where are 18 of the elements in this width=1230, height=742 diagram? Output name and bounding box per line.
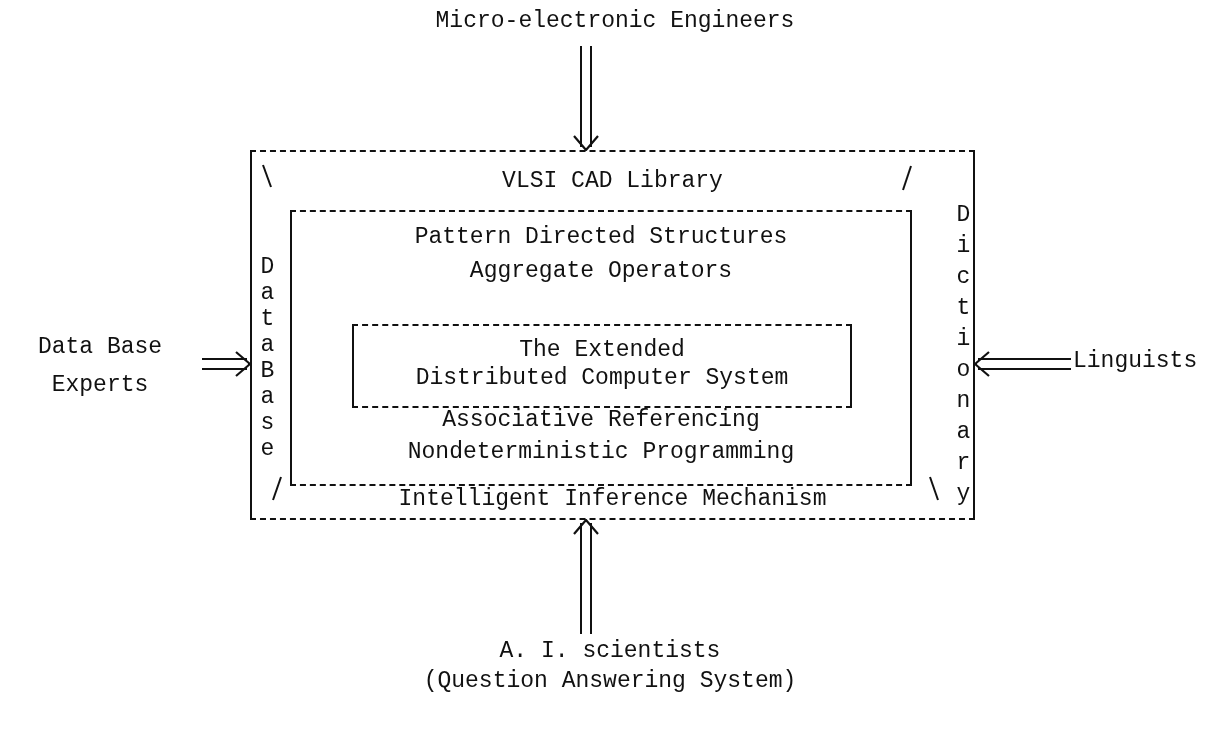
double-arrow — [572, 45, 600, 152]
group-label: Linguists — [1073, 348, 1198, 374]
inner-frame — [352, 324, 852, 408]
double-arrow — [201, 350, 252, 378]
double-arrow — [973, 350, 1072, 378]
layer-text: Pattern Directed Structures Aggregate Operators — [414, 223, 788, 286]
layer-title: Intelligent Inference Mechanism — [398, 486, 827, 512]
layer-text: Associative Referencing Nondeterministic Programming — [407, 406, 795, 467]
core-text: The Extended Distributed Computer System — [415, 336, 789, 392]
double-arrow — [572, 518, 600, 635]
group-label: Data Base Experts — [37, 333, 163, 400]
group-label: A. I. scientists (Question Answering System) — [423, 637, 797, 696]
group-label: Micro-electronic Engineers — [435, 8, 795, 34]
layer-title: VLSI CAD Library — [502, 168, 723, 194]
outer-frame — [250, 150, 975, 520]
vertical-label: Dictionary — [955, 201, 972, 509]
middle-frame — [290, 210, 912, 486]
vertical-label: Data Base — [259, 254, 276, 462]
